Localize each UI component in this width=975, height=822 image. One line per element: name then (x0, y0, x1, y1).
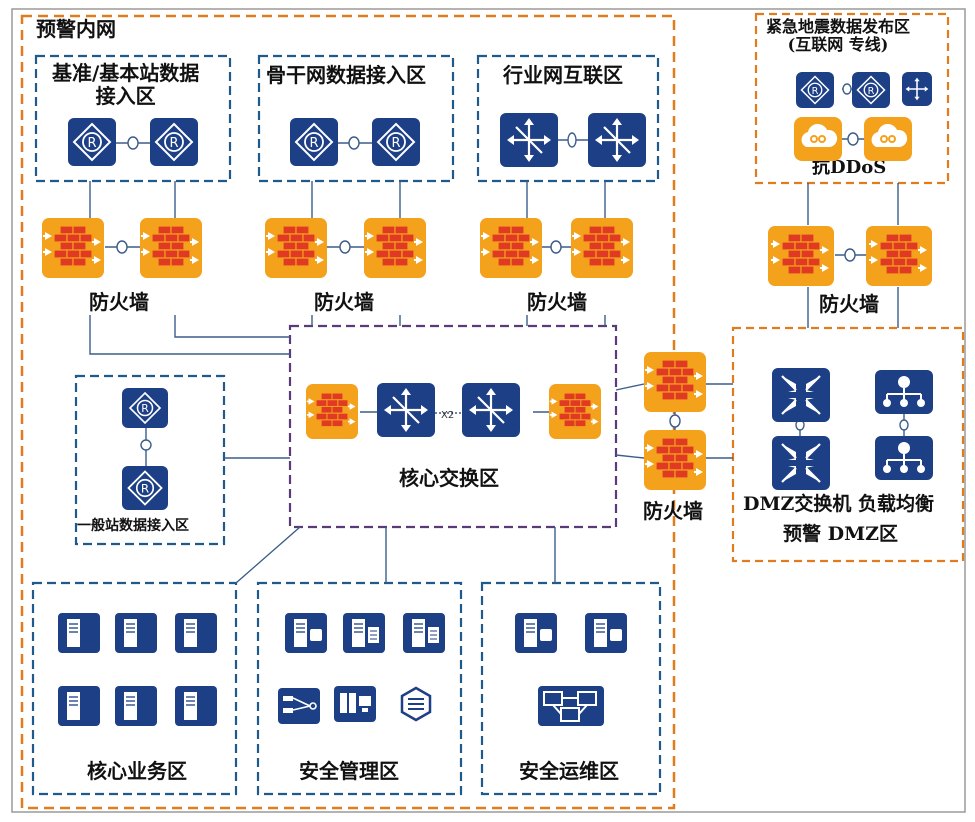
server-icon (578, 613, 634, 653)
x2-link-label: X2 (441, 410, 454, 421)
hub-icon (398, 686, 434, 722)
switch-icon (588, 113, 646, 167)
cloud-icon (864, 117, 912, 161)
reference-station-title: 基准/基本站数据 接入区 (52, 61, 200, 108)
monitor-icon (334, 686, 376, 722)
svg-text:R: R (309, 136, 318, 151)
security-ops-title: 安全运维区 (519, 759, 619, 783)
router-icon: R (372, 118, 420, 166)
intranet-zone (20, 14, 676, 810)
switch-icon (500, 113, 558, 167)
industry-zone (476, 54, 660, 183)
firewall-icon (42, 218, 104, 278)
server-icon (175, 613, 217, 653)
server-icon (396, 613, 452, 653)
security-mgmt-title: 安全管理区 (299, 759, 399, 783)
server-icon (278, 613, 334, 653)
firewall-label-5: 防火墙 (643, 499, 703, 523)
firewall-icon (644, 352, 706, 412)
svg-text:R: R (141, 402, 149, 415)
core-switch-title: 核心交换区 (399, 466, 499, 490)
console-icon (278, 688, 320, 724)
network-monitor-icon (538, 686, 604, 726)
general-station-title: 一般站数据接入区 (77, 518, 189, 534)
firewall-icon (140, 218, 202, 278)
server-icon (175, 686, 217, 726)
svg-text:R: R (868, 86, 875, 97)
server-icon (58, 686, 100, 726)
server-icon (58, 613, 100, 653)
firewall-label-1: 防火墙 (89, 290, 149, 314)
intranet-title: 预警内网 (36, 17, 116, 41)
server-icon (336, 613, 392, 653)
switch-icon (377, 383, 435, 437)
svg-text:R: R (141, 482, 149, 496)
firewall-icon (571, 218, 633, 278)
firewall-icon (866, 226, 932, 286)
backbone-zone (257, 54, 455, 183)
security-mgmt-zone (256, 581, 463, 796)
router-icon: R (796, 72, 834, 108)
firewall-label-2: 防火墙 (314, 290, 374, 314)
firewall-label-4: 防火墙 (819, 292, 879, 316)
router-icon: R (290, 118, 338, 166)
svg-text:R: R (812, 86, 819, 97)
router-icon: R (122, 466, 168, 510)
dmz-zone (731, 326, 965, 563)
anti-ddos-label: 抗DDoS (812, 157, 887, 178)
router-icon: R (150, 118, 198, 166)
router-icon: R (68, 118, 116, 166)
emergency-zone (754, 12, 950, 185)
server-icon (115, 686, 157, 726)
firewall-icon (364, 218, 426, 278)
load-balancer-icon (875, 436, 933, 480)
firewall-icon (549, 384, 601, 439)
cloud-icon (794, 117, 842, 161)
dmz-devices-title: DMZ交换机 负载均衡 (743, 493, 934, 515)
core-business-zone (31, 581, 238, 796)
link-markers (116, 83, 909, 451)
firewall-label-3: 防火墙 (527, 290, 587, 314)
core-switch-zone (288, 324, 618, 529)
image-border (11, 8, 966, 813)
server-icon (508, 613, 564, 653)
reference-station-zone (34, 54, 232, 183)
router-icon: R (852, 72, 890, 108)
load-balancer-icon (875, 370, 933, 414)
switch-icon (462, 383, 520, 437)
backbone-title: 骨干网数据接入区 (266, 63, 426, 87)
svg-text:R: R (169, 136, 178, 151)
industry-title: 行业网互联区 (503, 63, 623, 87)
firewall-icon (768, 226, 834, 286)
core-business-title: 核心业务区 (87, 759, 187, 783)
firewall-icon (306, 384, 358, 439)
firewall-icon (480, 218, 542, 278)
svg-text:R: R (391, 136, 400, 151)
general-station-zone (74, 374, 226, 546)
dmz-switch-icon (772, 368, 830, 422)
firewall-icon (265, 218, 327, 278)
router-icon: R (122, 388, 168, 428)
switch-icon (902, 72, 932, 106)
server-icon (115, 613, 157, 653)
dmz-switch-icon (772, 436, 830, 490)
dmz-title: 预警 DMZ区 (783, 523, 898, 545)
firewall-icon (644, 430, 706, 490)
svg-text:R: R (87, 136, 96, 151)
emergency-title: 紧急地震数据发布区 (互联网 专线) (766, 17, 911, 55)
security-ops-zone (480, 581, 662, 796)
